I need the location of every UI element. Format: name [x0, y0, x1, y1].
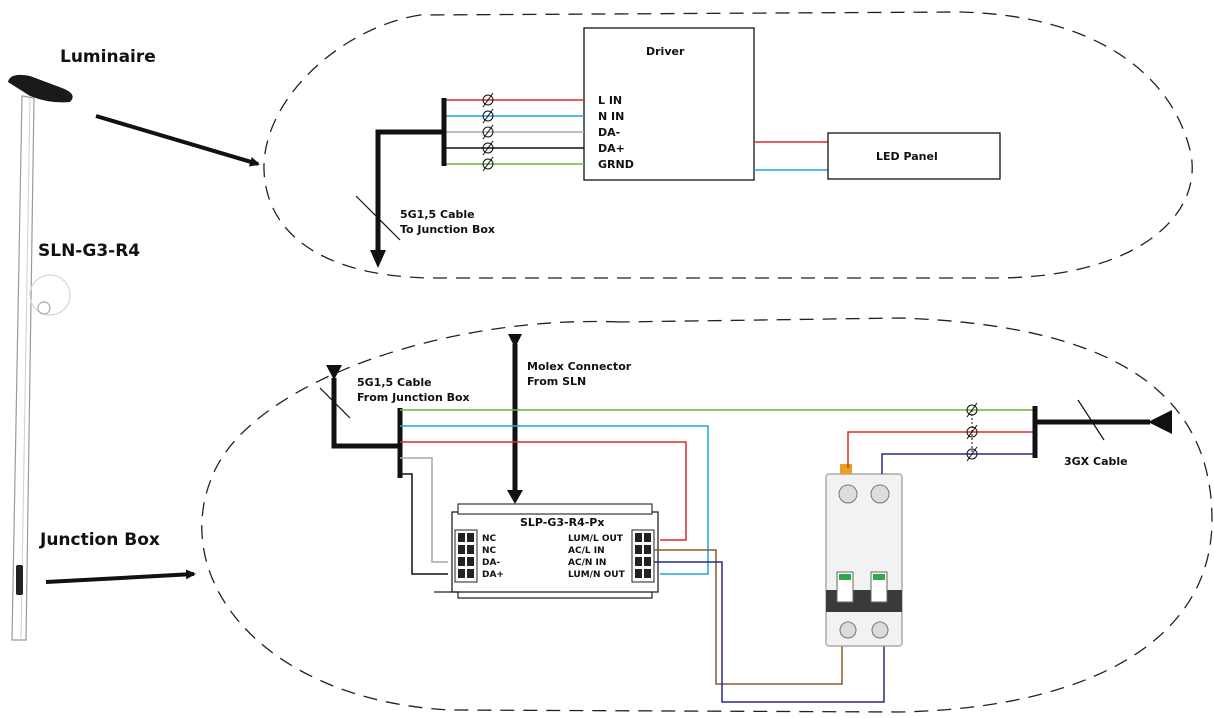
top-cable-label-line1: 5G1,5 Cable: [400, 208, 475, 221]
driver-title: Driver: [646, 45, 685, 58]
slp-module-body: [451, 511, 659, 593]
luminaire-pointer-arrow: [95, 114, 260, 167]
module-right-terminal-block: [631, 529, 655, 583]
street-light-pole: [8, 74, 73, 641]
molex-label-line2: From SLN: [527, 375, 586, 388]
module-left-terminal-da-minus: DA-: [482, 558, 500, 568]
junction-box-pointer-arrow: [45, 569, 196, 584]
molex-label-line1: Molex Connector: [527, 360, 632, 373]
module-left-terminal-nc-1: NC: [482, 534, 497, 544]
module-right-terminal-lum-l-out: LUM/L OUT: [568, 534, 624, 544]
driver-terminal-l-in: L IN: [598, 94, 622, 107]
led-panel-label: LED Panel: [876, 150, 938, 163]
module-left-terminal-nc-2: NC: [482, 546, 497, 556]
module-right-terminal-ac-l-in: AC/L IN: [568, 546, 605, 556]
module-right-terminal-lum-n-out: LUM/N OUT: [568, 570, 626, 580]
terminal-block-symbols: [482, 92, 494, 172]
bottom-cable-label-line2: From Junction Box: [357, 391, 470, 404]
luminaire-detail-outline: [263, 11, 1193, 279]
module-right-terminal-ac-n-in: AC/N IN: [568, 558, 606, 568]
driver-terminal-n-in: N IN: [598, 110, 624, 123]
driver-box: [583, 27, 755, 181]
junction-box-label: Junction Box: [39, 530, 160, 550]
driver-terminal-grnd: GRND: [598, 158, 634, 171]
driver-terminal-da-plus: DA+: [598, 142, 625, 155]
driver-wiring: Driver L IN N IN DA- DA+ GRND 5G1,5 Cabl…: [355, 27, 1001, 268]
module-left-terminal-block: [454, 529, 478, 583]
led-panel-box: [827, 132, 1001, 180]
junction-box-detail-outline: [201, 317, 1213, 713]
pole-model-label: SLN-G3-R4: [38, 241, 140, 261]
top-cable-label-line2: To Junction Box: [400, 223, 495, 236]
driver-terminal-da-minus: DA-: [598, 126, 620, 139]
luminaire-label: Luminaire: [60, 47, 156, 67]
circuit-breaker: [825, 464, 903, 647]
module-left-terminal-da-plus: DA+: [482, 570, 504, 580]
mains-terminal-symbols: [966, 402, 978, 462]
junction-box-wiring: 5G1,5 Cable From Junction Box Molex Conn…: [319, 334, 1172, 703]
mains-cable-label: 3GX Cable: [1064, 455, 1128, 468]
module-title: SLP-G3-R4-Px: [520, 516, 604, 529]
bottom-cable-label-line1: 5G1,5 Cable: [357, 376, 432, 389]
